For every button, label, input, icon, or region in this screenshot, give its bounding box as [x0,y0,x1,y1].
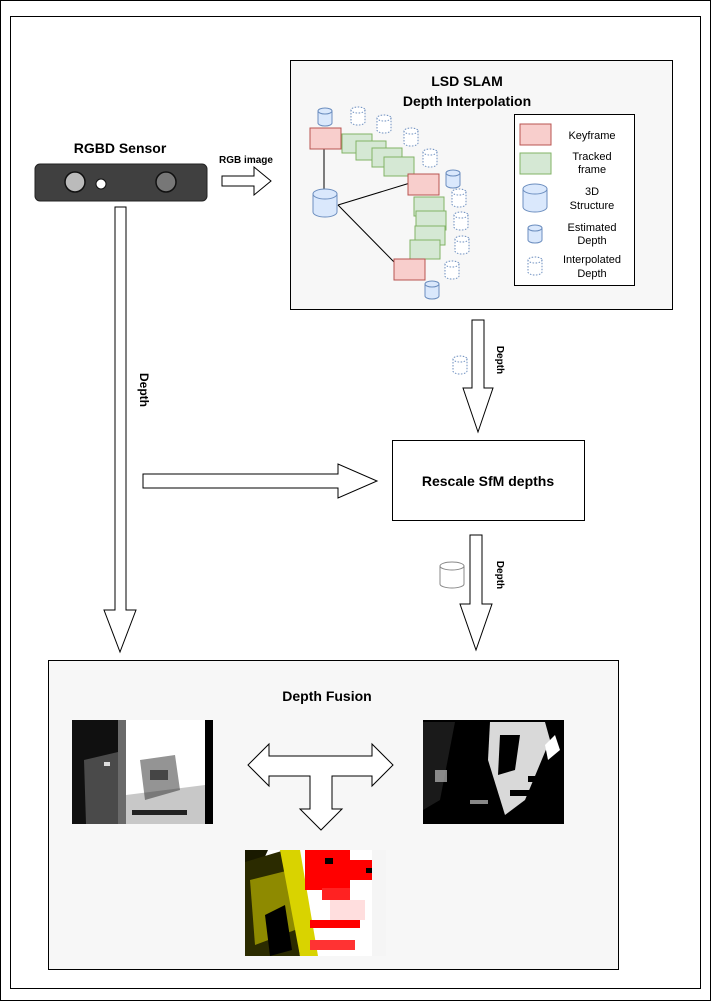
slam-title-line2: Depth Interpolation [403,93,531,109]
legend-structure-swatch [522,183,548,213]
slam-graph [309,106,470,300]
legend-keyframe-label: Keyframe [568,130,615,142]
legend-interpolated-label-1: Interpolated [563,254,621,266]
legend-interpolated-label-2: Depth [577,268,606,280]
depth-rescale-label: Depth [494,561,505,589]
depth-slam-label: Depth [494,346,505,374]
legend-structure-label-2: Structure [570,200,615,212]
fusion-tee-arrow [247,742,394,831]
keyframe-box [309,127,342,150]
depth-left-label: Depth [137,373,151,407]
keyframe-box [393,258,426,281]
keyframe-box [407,173,440,196]
inner-frame [10,16,701,989]
slam-title-line1: LSD SLAM [431,73,503,89]
rescale-depth-cylinder [439,561,465,589]
fusion-title: Depth Fusion [282,688,371,704]
depth-to-rescale-arrow [142,463,379,499]
legend-estimated-swatch [527,224,543,244]
slam-depth-dotted-cylinder [452,355,468,375]
fused-depth-image [245,850,386,956]
rgbd-sensor-device [34,163,208,202]
legend-tracked-label-1: Tracked [572,151,611,163]
sensor-depth-down-arrow [103,206,137,654]
sfm-depth-image [423,720,564,824]
legend-structure-label-1: 3D [585,186,599,198]
legend-tracked-swatch [519,152,552,175]
legend-tracked-label-2: frame [578,164,606,176]
legend-estimated-label-2: Depth [577,235,606,247]
sensor-depth-image [72,720,213,824]
rescale-label: Rescale SfM depths [422,473,554,489]
rgb-image-arrow [221,165,272,197]
rescale-box [392,440,585,521]
rescale-depth-down-arrow [459,534,493,652]
legend-keyframe-swatch [519,123,552,146]
slam-legend: Keyframe Tracked frame 3D Structure Esti… [514,114,635,286]
sensor-title: RGBD Sensor [74,140,167,156]
legend-interpolated-swatch [527,256,543,276]
legend-estimated-label-1: Estimated [568,222,617,234]
slam-depth-down-arrow [462,319,494,434]
rgb-image-label: RGB image [219,155,273,166]
